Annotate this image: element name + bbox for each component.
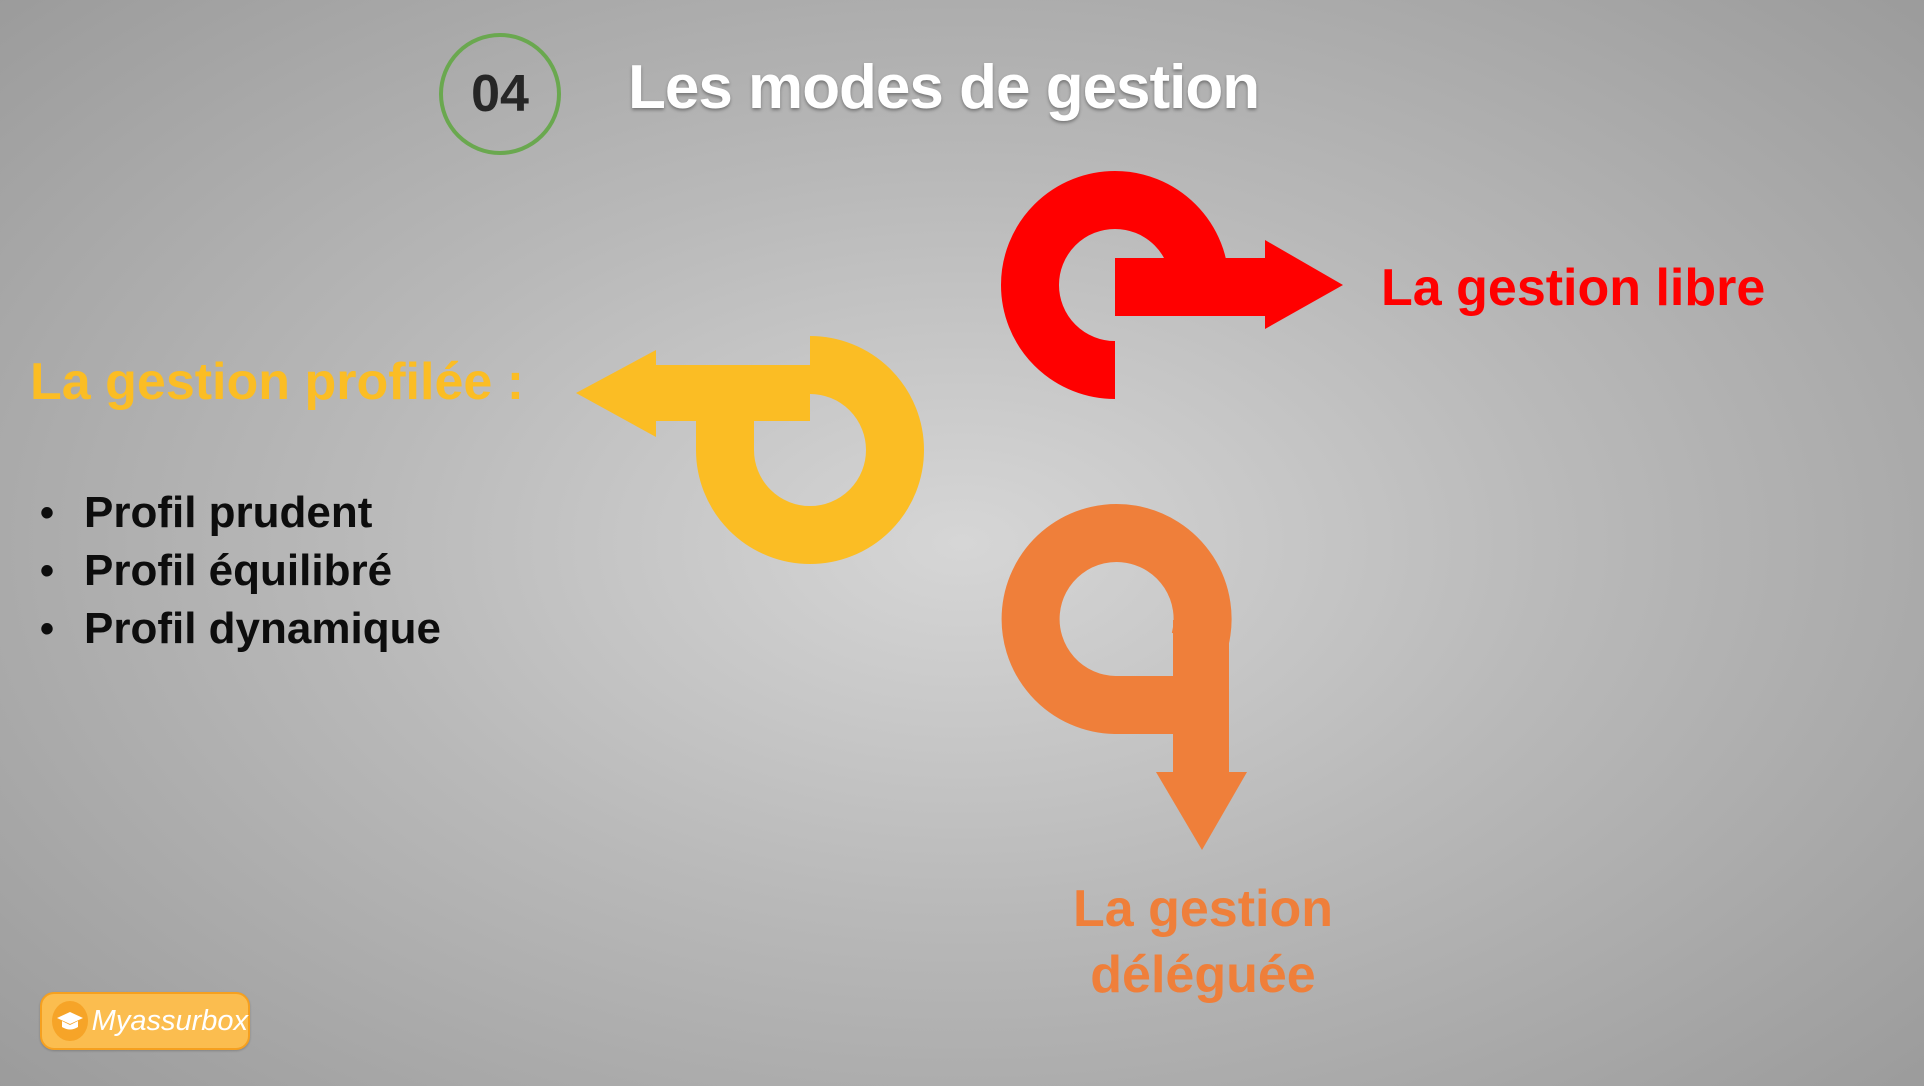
mode-deleguee-label: La gestion déléguée: [1030, 876, 1376, 1008]
arrow-libre: [1001, 171, 1343, 399]
brand-name: Myassurbox: [91, 1004, 248, 1037]
brand-logo: Myassurbox: [40, 992, 250, 1050]
arrow-profilee: [576, 336, 924, 564]
graduation-cap-icon: [52, 1001, 88, 1041]
section-number: 04: [471, 65, 529, 123]
list-item: •Profil prudent: [32, 484, 441, 542]
bullet-icon: •: [40, 491, 55, 535]
mode-deleguee-label-line2: déléguée: [1090, 946, 1316, 1004]
mode-libre-label: La gestion libre: [1381, 259, 1766, 317]
list-item: •Profil dynamique: [32, 600, 441, 658]
mode-profilee-label: La gestion profilée :: [30, 353, 525, 411]
bullet-icon: •: [40, 607, 55, 651]
slide-title: Les modes de gestion: [628, 53, 1260, 122]
bullet-icon: •: [40, 549, 55, 593]
mode-deleguee-label-line1: La gestion: [1072, 880, 1334, 938]
profile-list: •Profil prudent •Profil équilibré •Profi…: [32, 484, 441, 658]
list-item: •Profil équilibré: [32, 542, 441, 600]
section-number-badge: 04: [439, 33, 561, 155]
arrow-deleguee: [1001, 504, 1247, 850]
